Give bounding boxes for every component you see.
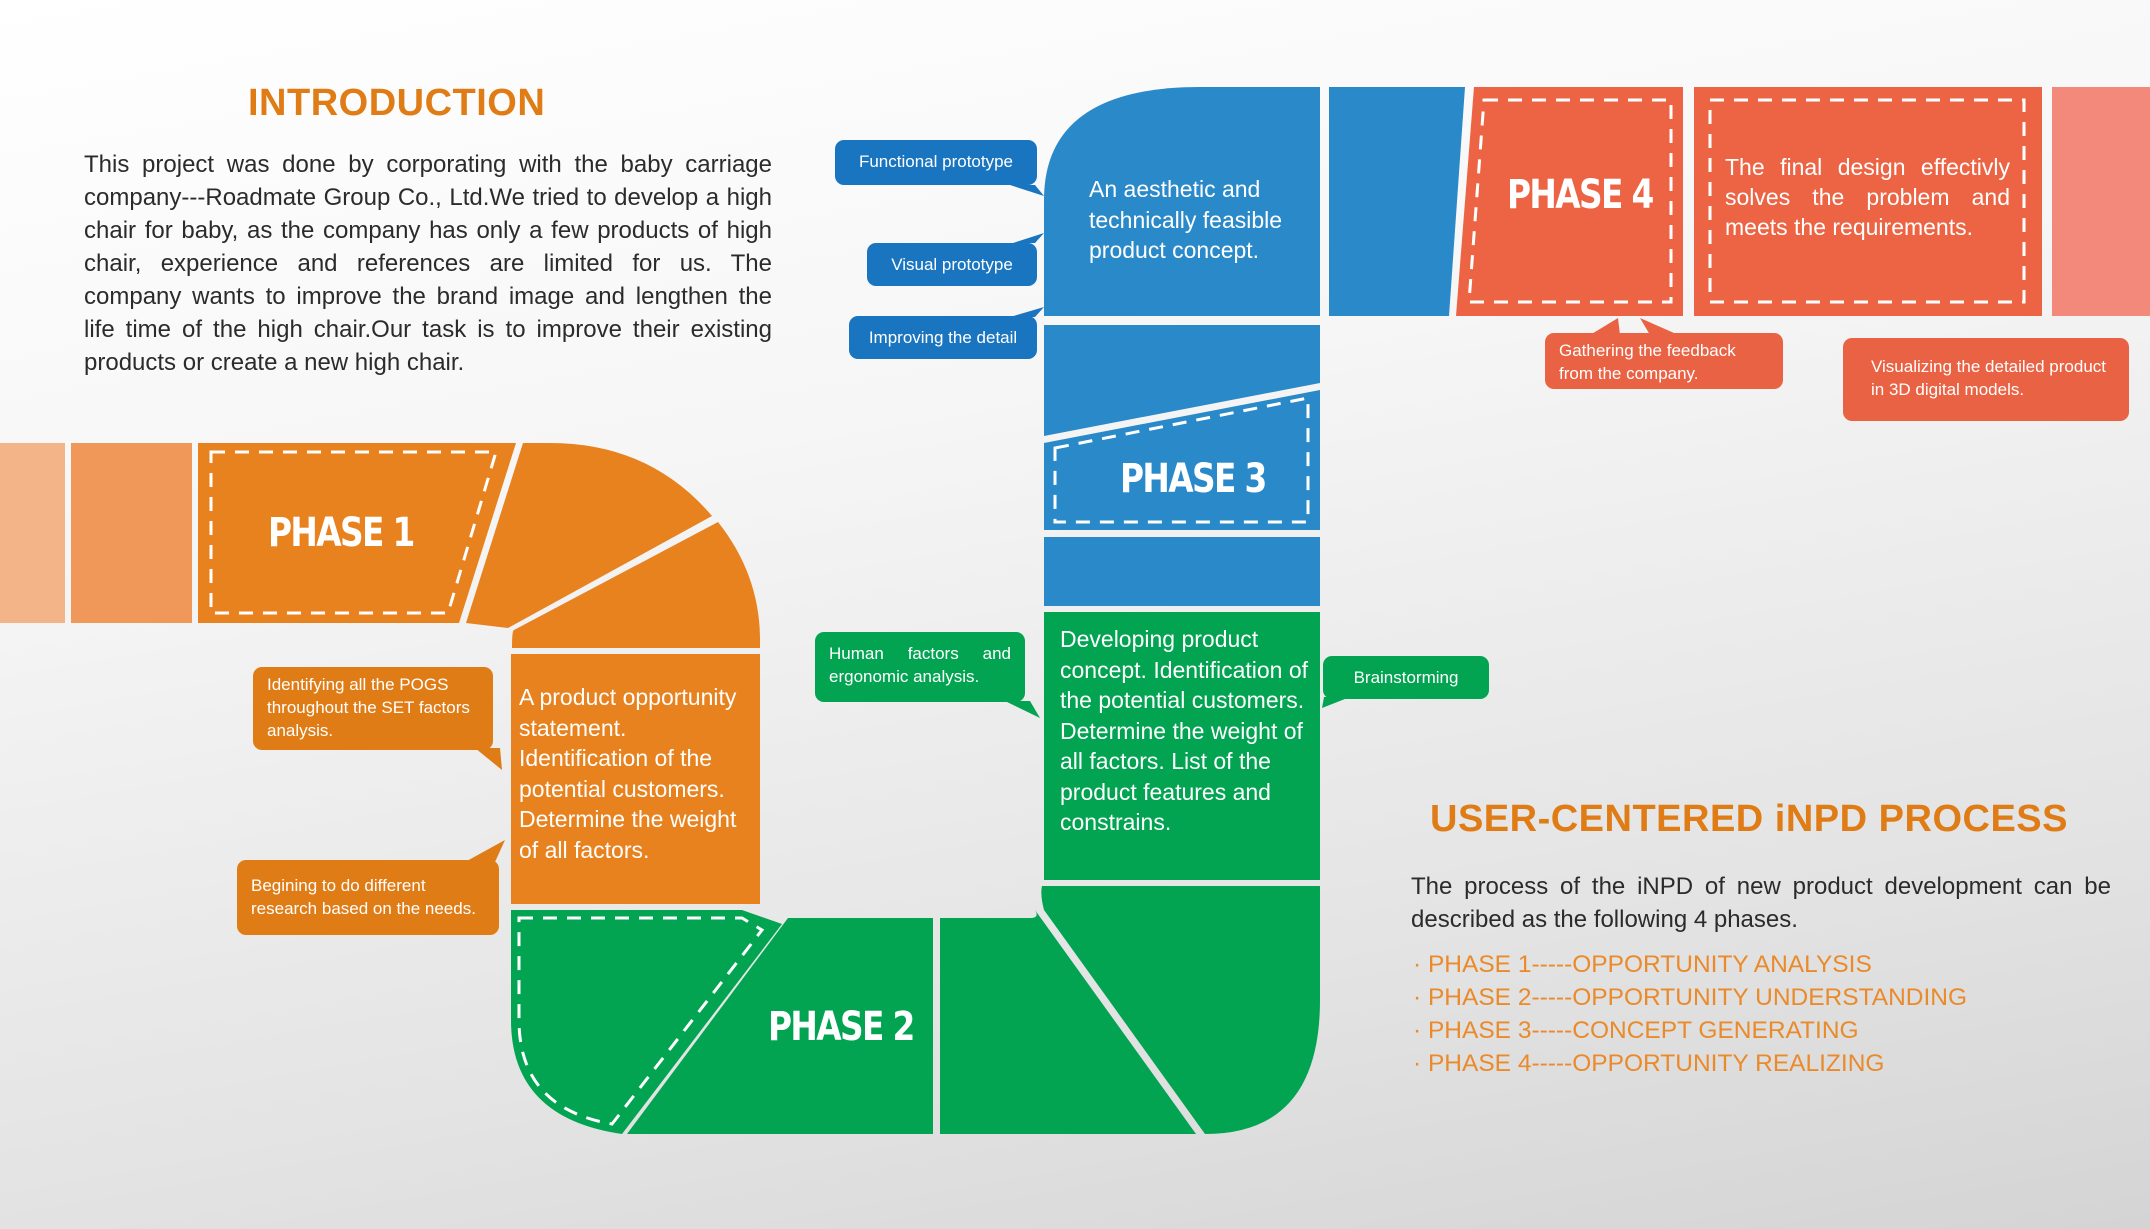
phase3-block-4 (1044, 537, 1320, 606)
phase1-description-block (511, 654, 760, 904)
phase3-description-block (1044, 612, 1320, 880)
phase1-strip-lightest (0, 443, 65, 623)
introduction-body: This project was done by corporating wit… (84, 151, 772, 376)
callout-visualizing-3d: Visualizing the detailed product in 3D d… (1843, 338, 2129, 421)
bubble-tail (1010, 185, 1044, 196)
introduction-title: INTRODUCTION (248, 82, 546, 124)
phase2-dashed-frame (517, 916, 765, 1126)
phase4-dashed-frame (1467, 98, 1673, 304)
phase2-curve-segment-2 (1041, 886, 1320, 1134)
process-title: USER-CENTERED iNPD PROCESS (1430, 798, 2068, 840)
callout-research-needs: Begining to do different research based … (237, 860, 499, 935)
phase1-strip-light (71, 443, 192, 623)
phase3-top-block (1044, 87, 1320, 316)
bubble-tail (1005, 701, 1040, 718)
phase3-dashed-frame (1053, 396, 1310, 524)
bubble-tail (475, 748, 502, 770)
callout-identifying-pogs: Identifying all the POGS throughout the … (253, 667, 493, 750)
phase1-curve-segment-1 (466, 443, 712, 628)
bubble-tail (1590, 318, 1620, 335)
bubble-tail (465, 840, 505, 862)
phase4-description-block (1694, 87, 2042, 316)
phase1-curve-segment-2 (512, 522, 760, 648)
phase1-description: A product opportunity statement. Identif… (519, 684, 737, 863)
callout-functional-prototype: Functional prototype (835, 140, 1037, 185)
phase4-dashed-frame-2 (1708, 98, 2026, 304)
callout-improving-detail: Improving the detail (849, 316, 1037, 359)
phase3-connector-block (1329, 87, 1465, 316)
phase4-label: PHASE 4 (1507, 172, 1654, 218)
callout-gathering-feedback: Gathering the feedback from the company. (1545, 333, 1783, 389)
phase-list: · PHASE 1-----OPPORTUNITY ANALYSIS · PHA… (1413, 948, 1967, 1080)
callout-visual-prototype: Visual prototype (867, 243, 1037, 286)
phase3-label-block (1044, 390, 1320, 530)
phase4-strip-light (2052, 87, 2150, 316)
phase4-label-block (1456, 87, 1683, 316)
bubble-tail (1013, 233, 1044, 243)
phase1-label: PHASE 1 (268, 510, 415, 556)
phase3-block-2 (1044, 325, 1320, 436)
phase2-curve-segment-1 (940, 910, 1196, 1134)
callout-human-factors: Human factors and ergonomic analysis. (815, 632, 1025, 702)
phase2-dashed-segment (511, 910, 782, 1134)
phase-list-item-4: · PHASE 4-----OPPORTUNITY REALIZING (1413, 1050, 1885, 1077)
process-body: The process of the iNPD of new product d… (1411, 873, 2111, 933)
phase3-label: PHASE 3 (1120, 456, 1267, 502)
phase-list-item-3: · PHASE 3-----CONCEPT GENERATING (1413, 1017, 1859, 1044)
phase4-description: The final design effectivly solves the p… (1725, 154, 2010, 240)
phase3-developing-description: Developing product concept. Identificati… (1060, 626, 1309, 835)
phase-list-item-2: · PHASE 2-----OPPORTUNITY UNDERSTANDING (1413, 984, 1968, 1011)
phase-list-item-1: · PHASE 1-----OPPORTUNITY ANALYSIS (1413, 951, 1872, 978)
callout-brainstorming: Brainstorming (1323, 656, 1489, 699)
phase2-label: PHASE 2 (768, 1004, 915, 1050)
bubble-tail (1322, 697, 1350, 708)
phase3-concept-description: An aesthetic and technically feasible pr… (1089, 176, 1283, 263)
phase1-label-block (198, 443, 516, 623)
bubble-tail (1010, 307, 1044, 317)
phase2-label-block (627, 918, 933, 1134)
